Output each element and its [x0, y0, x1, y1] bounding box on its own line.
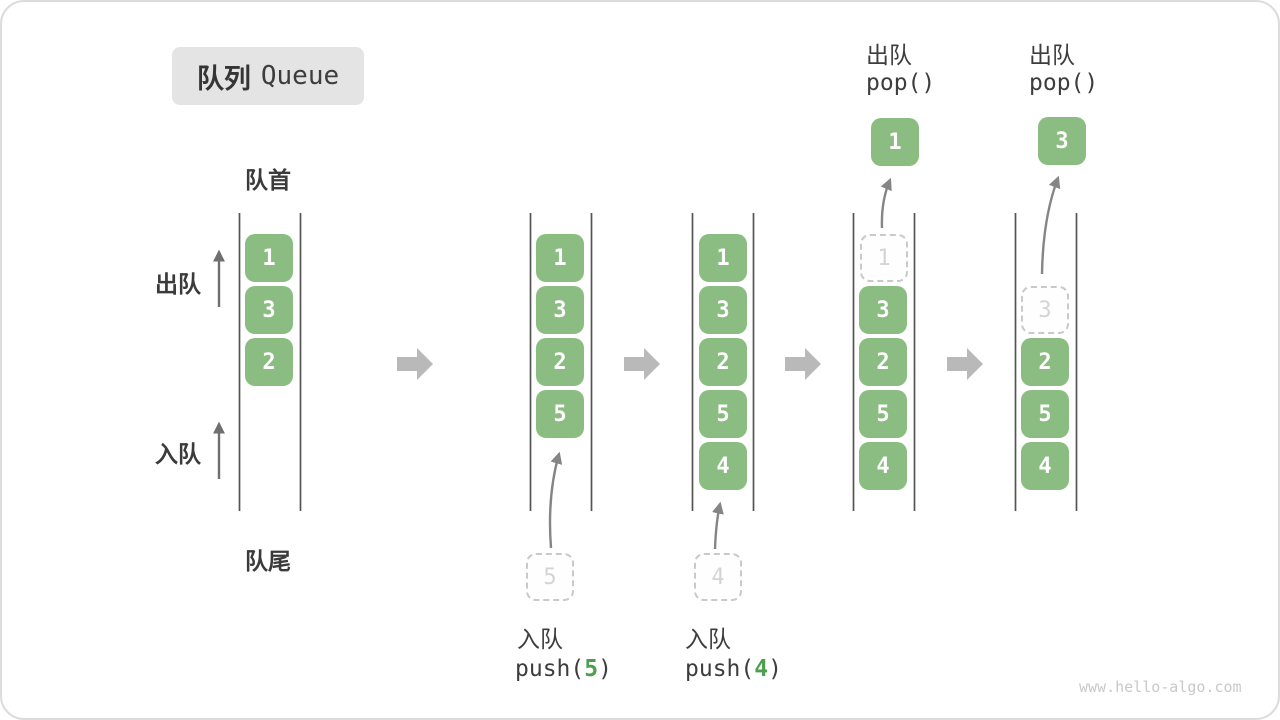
queue-item: 1	[699, 234, 747, 282]
watermark: www.hello-algo.com	[1079, 678, 1242, 696]
pending-item-slot: 5	[526, 553, 574, 601]
queue-item: 5	[859, 390, 907, 438]
label-enqueue-side: 入队	[155, 442, 201, 468]
queue-item: 4	[1021, 442, 1069, 490]
op-code-arg: 5	[584, 656, 599, 682]
figure-title: 队列 Queue	[172, 47, 364, 105]
op-code-close: )	[598, 656, 612, 682]
label-queue-front: 队首	[245, 168, 291, 194]
op-code-fn: push(	[685, 656, 755, 682]
queue-item: 4	[699, 442, 747, 490]
label-dequeue-side: 出队	[155, 272, 201, 298]
queue-item: 5	[536, 390, 584, 438]
op-code-fn: push(	[515, 656, 585, 682]
op-push5-code: push(5)	[515, 656, 612, 682]
queue-item: 3	[536, 286, 584, 334]
removed-item-slot: 1	[860, 234, 908, 282]
queue-item: 2	[859, 338, 907, 386]
op-dequeue-label: 出队	[866, 43, 912, 69]
label-queue-rear: 队尾	[245, 549, 291, 575]
step-arrows	[397, 348, 983, 380]
op-code-arg: 4	[754, 656, 769, 682]
title-zh: 队列	[196, 63, 251, 95]
push4-arrow-icon	[712, 501, 724, 550]
queue-item: 1	[245, 234, 293, 282]
queue-item: 4	[859, 442, 907, 490]
op-pop-code: pop()	[1029, 70, 1099, 96]
queue-item: 3	[699, 286, 747, 334]
pop3-arrow-icon	[1040, 175, 1061, 275]
pop1-arrow-icon	[880, 177, 892, 229]
queue-item: 5	[699, 390, 747, 438]
title-en: Queue	[260, 61, 340, 91]
queue-item: 2	[1021, 338, 1069, 386]
queue-item: 1	[536, 234, 584, 282]
push5-arrow-icon	[548, 451, 563, 549]
op-enqueue-label: 入队	[685, 627, 731, 653]
removed-item-slot: 3	[1021, 286, 1069, 334]
op-push4-code: push(4)	[685, 656, 782, 682]
queue-item: 5	[1021, 390, 1069, 438]
queue-item: 2	[699, 338, 747, 386]
op-pop-code: pop()	[866, 70, 936, 96]
pending-item-slot: 4	[694, 553, 742, 601]
operation-arrows	[548, 175, 1061, 550]
op-code-close: )	[768, 656, 782, 682]
popped-item: 3	[1038, 117, 1086, 165]
queue-item: 3	[245, 286, 293, 334]
queue-walls	[238, 213, 1078, 511]
queue-item: 3	[859, 286, 907, 334]
op-enqueue-label: 入队	[517, 627, 563, 653]
next-step-arrow-icon	[624, 348, 660, 380]
op-dequeue-label: 出队	[1029, 43, 1075, 69]
next-step-arrow-icon	[947, 348, 983, 380]
next-step-arrow-icon	[785, 348, 821, 380]
queue-item: 2	[245, 338, 293, 386]
popped-item: 1	[871, 118, 919, 166]
queue-item: 2	[536, 338, 584, 386]
next-step-arrow-icon	[397, 348, 433, 380]
